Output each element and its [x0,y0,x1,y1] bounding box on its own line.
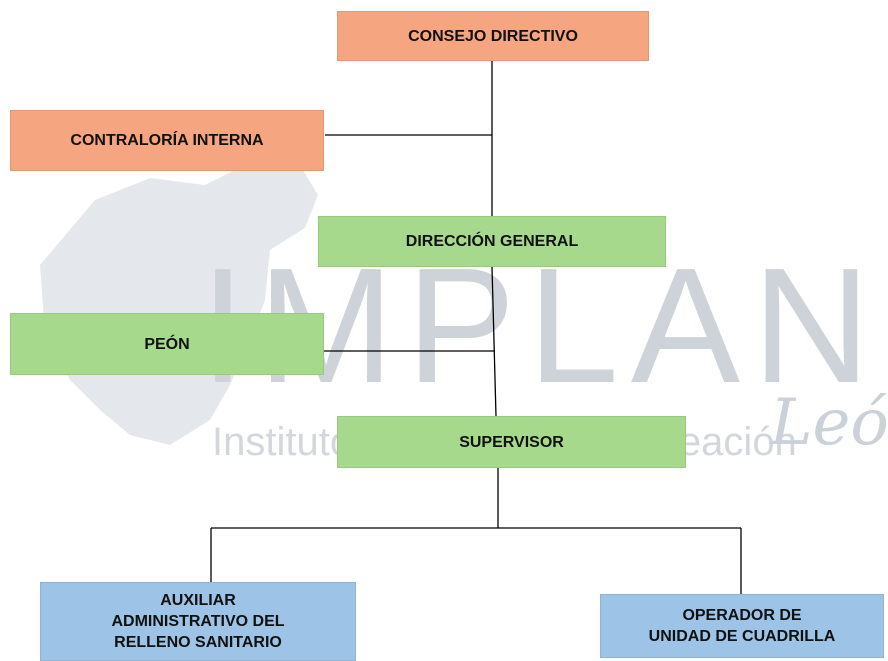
label-auxiliar-administrativo: AUXILIAR ADMINISTRATIVO DEL RELLENO SANI… [111,592,285,651]
box-operador-cuadrilla: OPERADOR DE UNIDAD DE CUADRILLA [600,594,884,658]
label-supervisor: SUPERVISOR [459,433,564,451]
watermark-city: León [770,386,888,460]
box-supervisor: SUPERVISOR [337,416,686,468]
label-direccion-general: DIRECCIÓN GENERAL [405,233,579,250]
label-peon: PEÓN [144,335,190,353]
box-direccion-general: DIRECCIÓN GENERAL [318,216,666,267]
box-consejo-directivo: CONSEJO DIRECTIVO [337,11,649,61]
label-operador-cuadrilla: OPERADOR DE UNIDAD DE CUADRILLA [648,607,836,645]
box-contraloria-interna: CONTRALORÍA INTERNA [10,110,324,171]
connector-direccion-supervisor [491,266,497,417]
box-auxiliar-administrativo: AUXILIAR ADMINISTRATIVO DEL RELLENO SANI… [40,582,356,661]
box-peon: PEÓN [10,313,324,375]
label-contraloria-interna: CONTRALORÍA INTERNA [70,132,264,149]
label-consejo-directivo: CONSEJO DIRECTIVO [408,27,578,45]
